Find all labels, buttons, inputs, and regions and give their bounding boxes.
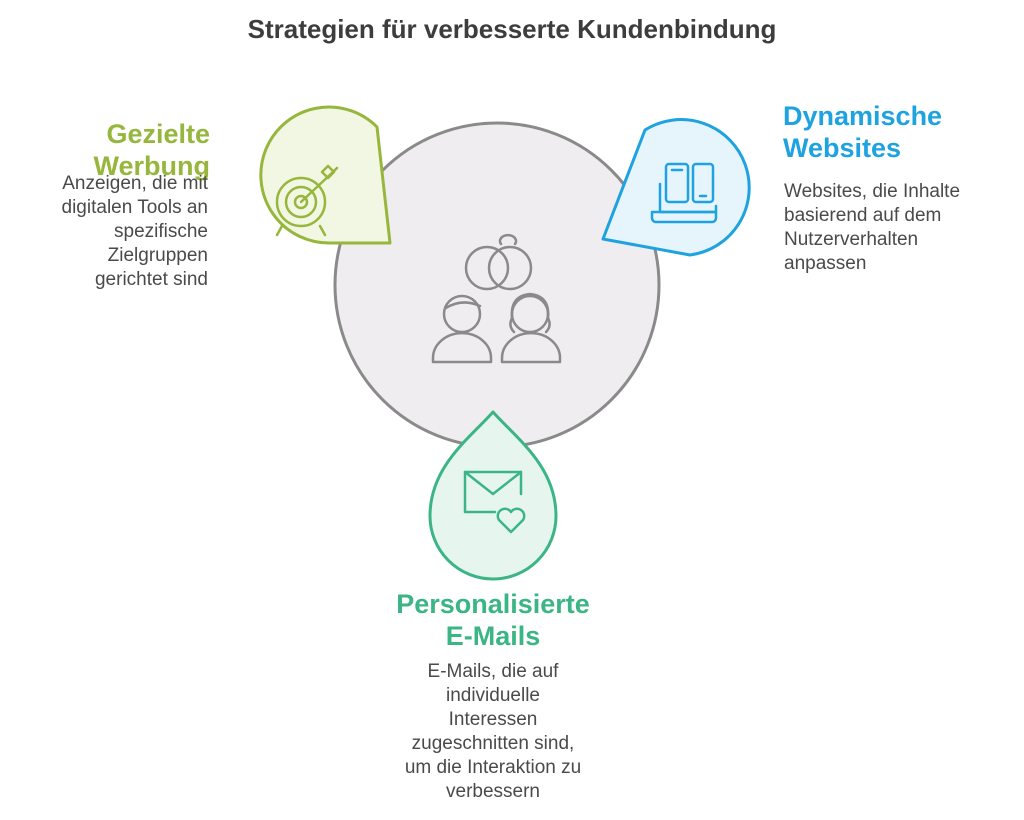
description-line: spezifische [114, 221, 208, 242]
dynamic-websites-description: Websites, die Inhalte basierend auf dem … [784, 180, 960, 276]
targeted-ads-heading-line2: Werbung [93, 151, 211, 181]
description-line: Anzeigen, die mit [62, 173, 208, 194]
description-line: E-Mails, die auf [427, 661, 559, 682]
description-line: individuelle [445, 685, 540, 706]
description-line: gerichtet sind [94, 269, 208, 290]
targeted-ads-heading: Gezielte Werbung [94, 118, 211, 182]
description-line: anpassen [784, 253, 867, 274]
description-line: digitalen Tools an [61, 197, 208, 218]
description-line: basierend auf dem [784, 205, 942, 226]
targeted-ads-description: Anzeigen, die mit digitalen Tools an spe… [62, 172, 208, 292]
devices-icon [650, 162, 718, 224]
description-line: Interessen [448, 709, 538, 730]
dynamic-websites-bubble [601, 118, 751, 257]
dynamic-websites-heading: Dynamische Websites [783, 100, 942, 164]
personalized-emails-description: E-Mails, die auf individuelle Interessen… [343, 660, 643, 804]
personalized-emails-heading-line2: E-Mails [445, 621, 541, 651]
personalized-emails-heading-line1: Personalisierte [396, 589, 590, 619]
personalized-emails-drop [428, 410, 558, 581]
customers-icon [431, 233, 562, 364]
targeted-ads-heading-line1: Gezielte [106, 119, 210, 149]
description-line: zugeschnitten sind, [411, 733, 575, 754]
target-arrow-icon [275, 164, 339, 237]
dynamic-websites-heading-line1: Dynamische [783, 101, 943, 131]
description-line: Nutzerverhalten [784, 229, 919, 250]
mail-heart-icon [463, 470, 526, 534]
description-line: Websites, die Inhalte [784, 181, 961, 202]
personalized-emails-heading: Personalisierte E-Mails [343, 588, 643, 652]
description-line: Zielgruppen [107, 245, 208, 266]
diagram-title: Strategien für verbesserte Kundenbindung [247, 14, 777, 44]
description-line: verbessern [446, 781, 540, 802]
dynamic-websites-heading-line2: Websites [783, 133, 902, 163]
description-line: um die Interaktion zu [404, 757, 582, 778]
